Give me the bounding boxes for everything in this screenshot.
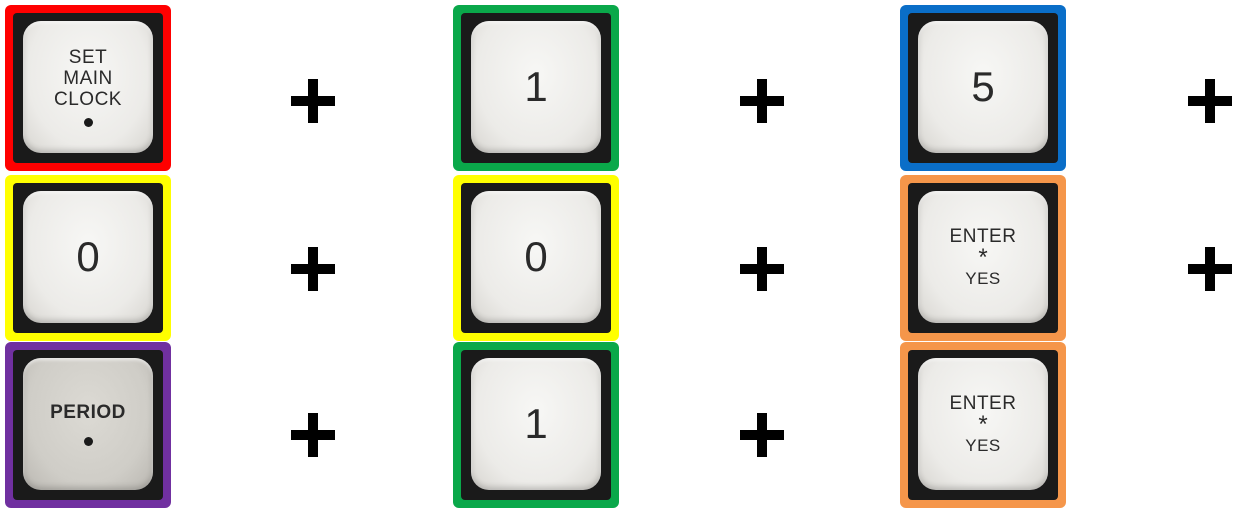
key-label-digit: 1 [524,63,547,110]
indicator-dot-icon [84,437,93,446]
plus-icon [1185,76,1235,126]
key-0[interactable]: 0 [453,175,619,341]
plus-icon [1185,244,1235,294]
key-5[interactable]: 5 [900,5,1066,171]
asterisk-icon: * [978,414,987,436]
key-label-digit: 0 [76,233,99,280]
key-label-digit: 5 [971,63,994,110]
key-enter-yes[interactable]: ENTER * YES [900,342,1066,508]
key-label-line: YES [965,269,1001,288]
key-cap: 1 [471,21,601,153]
key-1[interactable]: 1 [453,342,619,508]
key-label-line: MAIN [63,68,113,89]
key-cap: ENTER * YES [918,358,1048,490]
plus-icon [288,410,338,460]
key-label-line: YES [965,436,1001,455]
key-set-main-clock[interactable]: SET MAIN CLOCK [5,5,171,171]
key-cap: 1 [471,358,601,490]
plus-icon [737,244,787,294]
plus-icon [288,244,338,294]
key-label-digit: 0 [524,233,547,280]
key-label-line: CLOCK [54,89,122,110]
key-cap: 0 [23,191,153,323]
plus-icon [737,76,787,126]
key-1[interactable]: 1 [453,5,619,171]
key-cap: PERIOD [23,358,153,490]
key-cap: 0 [471,191,601,323]
key-cap: ENTER * YES [918,191,1048,323]
key-enter-yes[interactable]: ENTER * YES [900,175,1066,341]
key-label-line: SET [69,47,107,68]
key-period[interactable]: PERIOD [5,342,171,508]
key-label-digit: 1 [524,400,547,447]
key-label-line: PERIOD [50,402,126,423]
plus-icon [737,410,787,460]
key-cap: 5 [918,21,1048,153]
asterisk-icon: * [978,247,987,269]
key-0[interactable]: 0 [5,175,171,341]
indicator-dot-icon [84,118,93,127]
key-cap: SET MAIN CLOCK [23,21,153,153]
plus-icon [288,76,338,126]
